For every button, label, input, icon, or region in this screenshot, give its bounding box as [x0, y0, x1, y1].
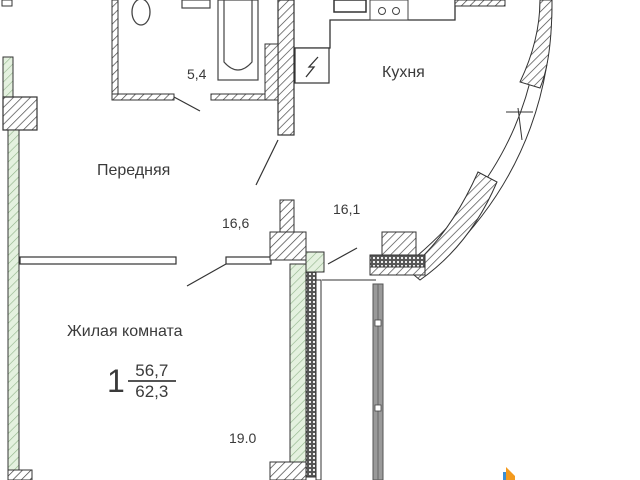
- electrical-panel-icon: [294, 47, 330, 84]
- living-room-partition: [19, 256, 272, 287]
- kitchen-area: 16,1: [333, 201, 361, 217]
- living-area: 56,7: [135, 361, 169, 380]
- bathroom-area: 5,4: [187, 66, 207, 82]
- hallway-label: Передняя: [97, 162, 171, 179]
- room-count: 1: [107, 362, 125, 399]
- kitchen-wall-segment: [322, 231, 426, 281]
- curved-exterior-wall: [399, 0, 553, 281]
- living-room-area: 19.0: [229, 430, 257, 446]
- living-room-label: Жилая комната: [67, 323, 183, 340]
- toilet-icon: [131, 0, 151, 26]
- sink-icon: [181, 0, 211, 9]
- bathroom-walls: [111, 0, 295, 186]
- apartment-summary: 1 56,7 62,3: [107, 362, 176, 400]
- kitchen-label: Кухня: [382, 64, 425, 81]
- stove-icon: [369, 0, 409, 21]
- loggia-glazing: [372, 283, 384, 480]
- fraction-bar: [127, 380, 176, 382]
- central-wall: [269, 199, 358, 480]
- total-area: 62,3: [135, 381, 169, 401]
- hallway-area: 16,6: [222, 215, 250, 231]
- area-fraction: 56,7 62,3: [127, 361, 176, 401]
- logo-icon: [503, 467, 515, 480]
- left-exterior-wall: [1, 0, 38, 480]
- bathtub-icon: [217, 0, 259, 81]
